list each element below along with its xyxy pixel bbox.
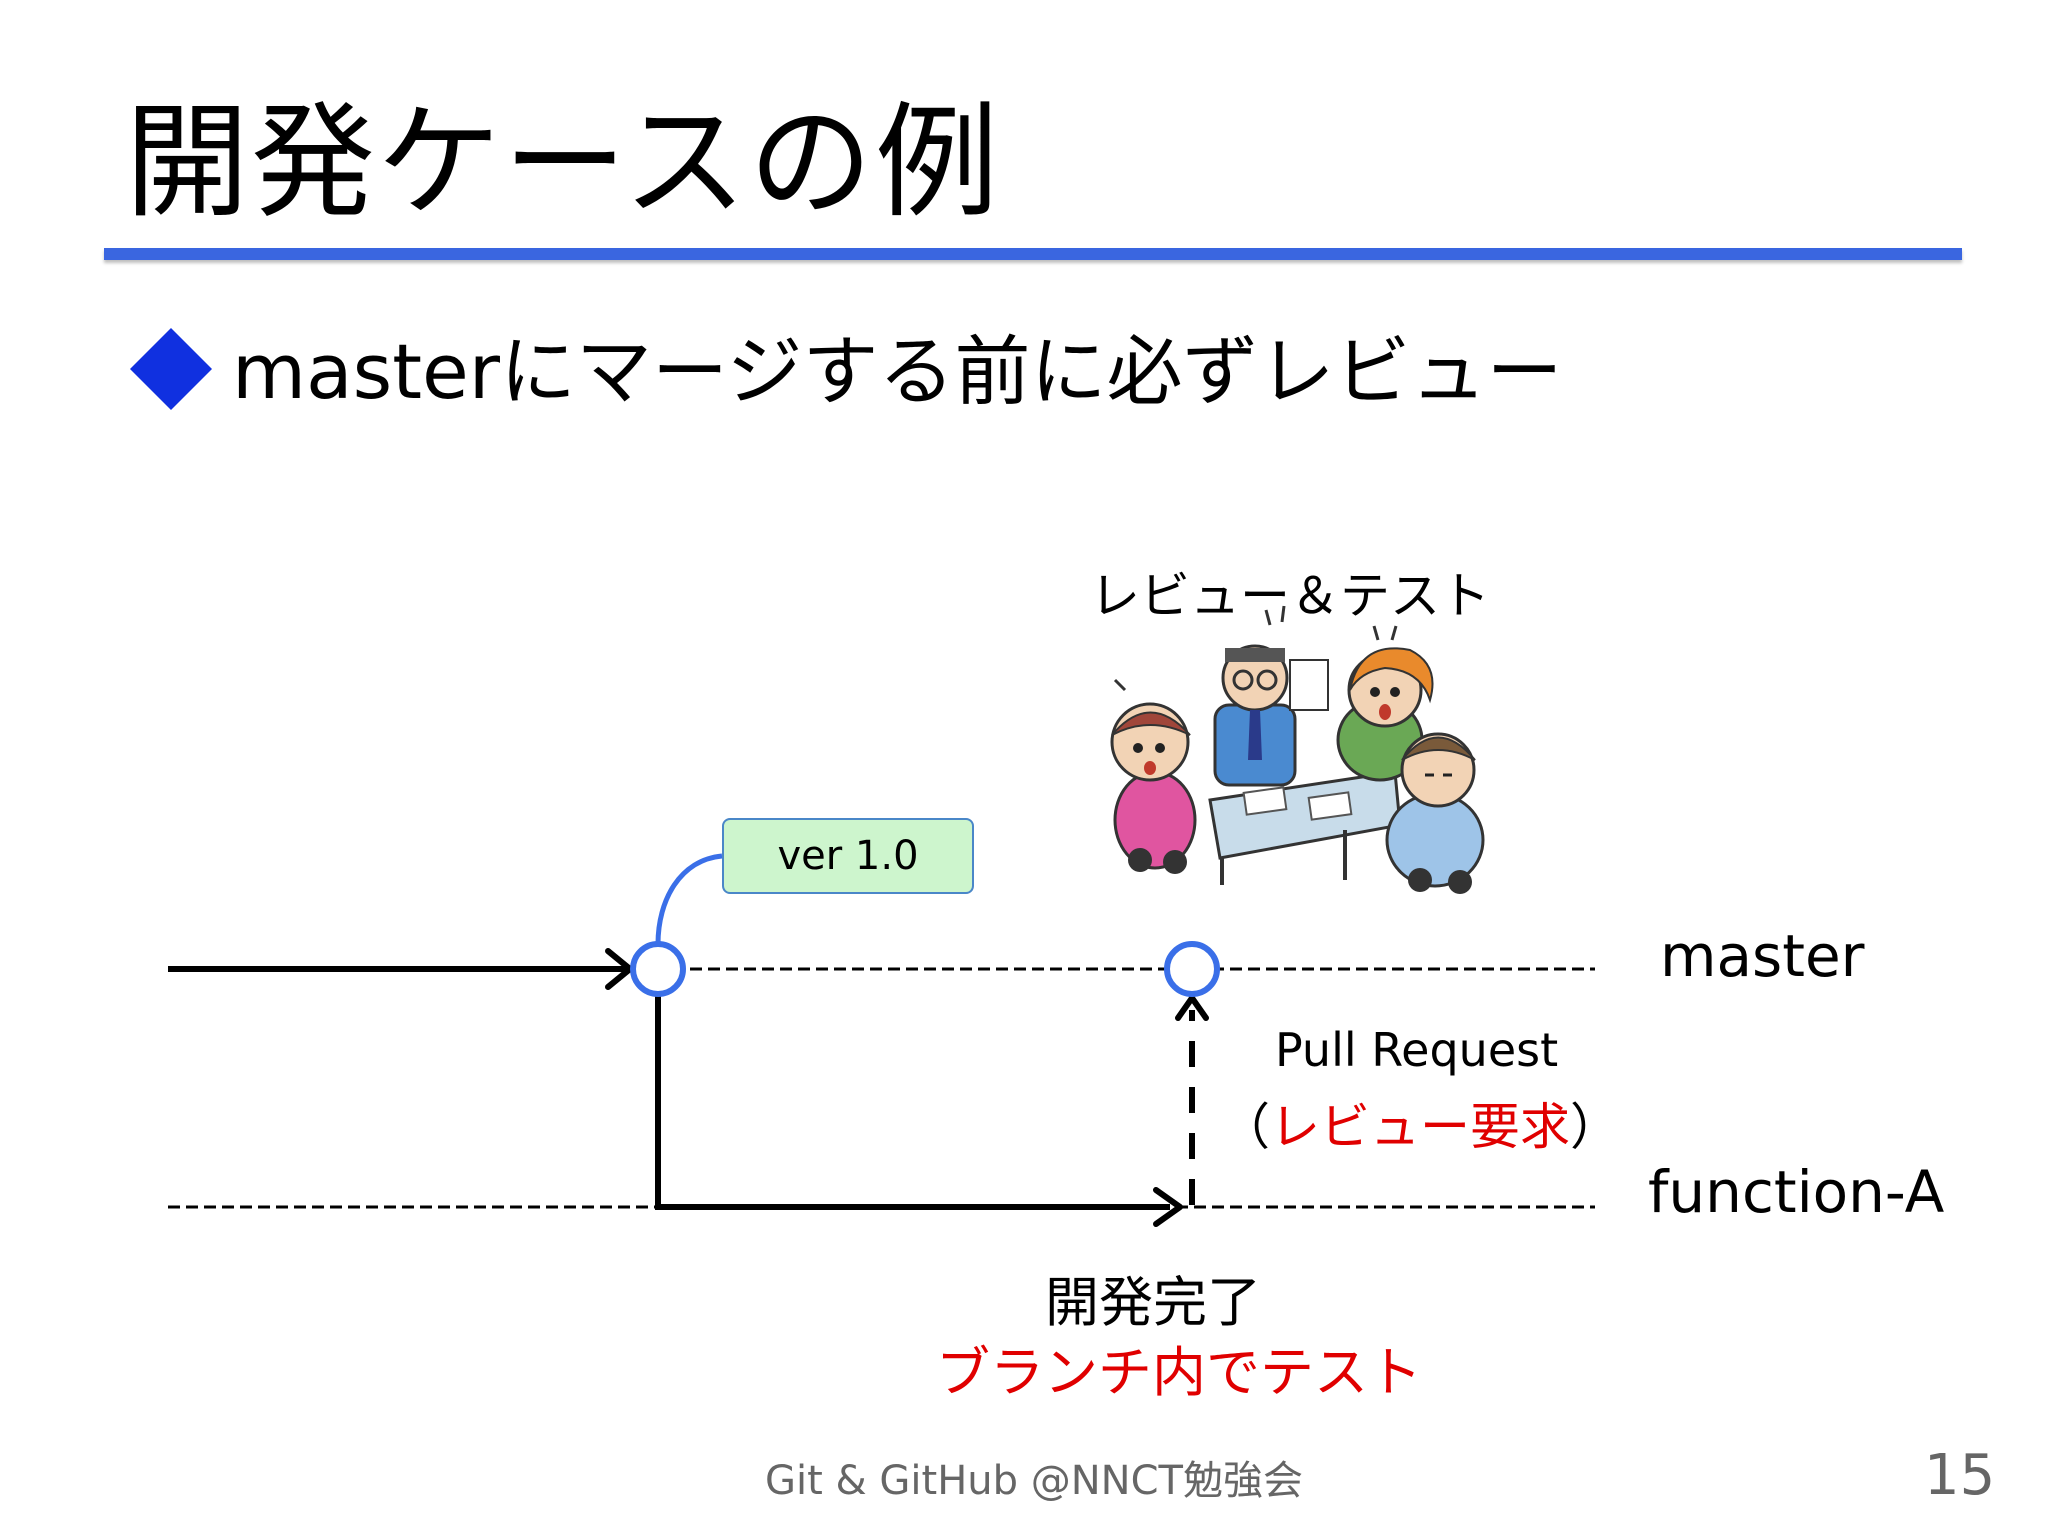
page-title: 開発ケースの例 — [125, 91, 1001, 235]
review-request-label: （レビュー要求） — [1220, 1087, 1620, 1159]
close-paren: ） — [1570, 1098, 1620, 1156]
pull-request-arrowhead — [1175, 995, 1209, 1021]
development-complete-label: 開発完了 — [1045, 1271, 1261, 1334]
commit-node-v1 — [630, 941, 686, 997]
review-request-text: レビュー要求 — [1270, 1098, 1570, 1156]
pull-request-label: Pull Request — [1275, 1023, 1559, 1077]
open-paren: （ — [1220, 1098, 1270, 1156]
version-tag: ver 1.0 — [722, 818, 974, 894]
footer-text: Git & GitHub @NNCT勉強会 — [765, 1458, 1303, 1504]
branch-arrowhead — [1153, 1187, 1183, 1227]
tag-connector — [655, 853, 723, 945]
master-branch-label: master — [1660, 922, 1865, 990]
title-underline — [104, 248, 1962, 260]
branch-test-label: ブランチ内でテスト — [936, 1341, 1422, 1404]
branch-path — [655, 992, 1170, 1210]
commit-node-merge — [1164, 941, 1220, 997]
page-number: 15 — [1924, 1443, 1996, 1508]
function-branch-label: function-A — [1648, 1158, 1945, 1226]
review-test-label: レビュー＆テスト — [1090, 567, 1490, 625]
bullet-text: masterにマージする前に必ずレビュー — [232, 327, 1563, 416]
meeting-illustration-icon — [1110, 605, 1485, 894]
